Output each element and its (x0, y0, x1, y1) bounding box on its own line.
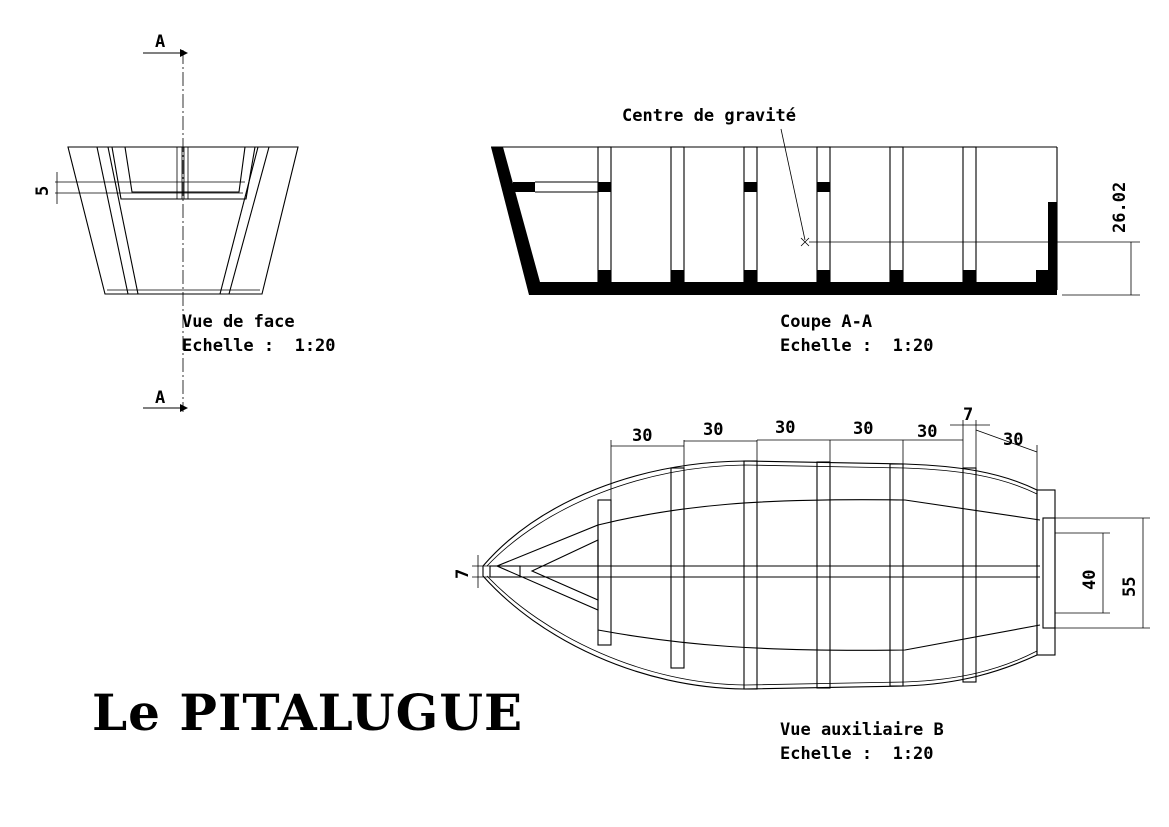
section-frames (597, 146, 977, 283)
aux-frames (597, 460, 977, 690)
front-plank-left-b (107, 146, 139, 295)
aux-view-label: Vue auxiliaire B (780, 720, 944, 740)
section-foot (598, 270, 611, 282)
section-stern (1048, 202, 1057, 287)
section-block (513, 182, 535, 192)
front-view-label: Vue de face (182, 312, 295, 332)
dim-outer: 55 (1120, 577, 1140, 597)
dim-spacing: 30 (775, 418, 795, 438)
section-bow (491, 147, 540, 295)
bow-block (489, 565, 521, 578)
section-foot (817, 270, 830, 282)
section-block (744, 182, 757, 192)
dim-line (975, 429, 1038, 453)
dim-height: 26.02 (1110, 182, 1130, 233)
arrow-head-bottom (180, 404, 188, 412)
cog-leader (780, 128, 806, 241)
section-frame (889, 146, 904, 283)
aux-frame (962, 467, 977, 683)
section-frame (962, 146, 977, 283)
dim-inner: 40 (1080, 570, 1100, 590)
section-foot (963, 270, 976, 282)
front-view: A A 5 Vue de face Echelle : 1:20 (33, 32, 336, 412)
transom-outer (1036, 489, 1056, 656)
dim-spacing: 30 (917, 422, 937, 442)
cog-label: Centre de gravité (622, 106, 796, 126)
section-frame (743, 146, 758, 283)
section-mark-top: A (155, 32, 165, 52)
hull-outer-c (486, 575, 1038, 686)
dim-frame-width: 7 (963, 405, 973, 425)
hull-outer-b (486, 464, 1038, 567)
section-view-label: Coupe A-A (780, 312, 872, 332)
front-post-left (176, 146, 183, 200)
section-foot (1036, 270, 1049, 282)
transom-inner (1042, 517, 1056, 629)
section-foot (890, 270, 903, 282)
section-frame (597, 146, 612, 283)
section-block (598, 182, 611, 192)
aux-frame (670, 467, 685, 669)
cog-mark-b (800, 237, 810, 247)
aux-frame (889, 463, 904, 687)
dim-spacing: 30 (703, 420, 723, 440)
section-foot (671, 270, 684, 282)
front-outline (67, 146, 299, 295)
section-foot (744, 270, 757, 282)
spacing-dims: 30 30 30 30 30 30 7 (610, 405, 1038, 500)
arrow-head-top (180, 49, 188, 57)
aux-view: 30 30 30 30 30 30 7 7 40 55 Vue auxiliai… (453, 405, 1150, 764)
section-block (817, 182, 830, 192)
section-frame (670, 146, 685, 283)
section-keel (529, 282, 1057, 295)
hull-outer (482, 460, 1038, 690)
front-frame-outer (111, 146, 256, 200)
drawing-title: Le PITALUGUE (92, 683, 523, 742)
front-post-right (183, 146, 189, 200)
section-view-scale: Echelle : 1:20 (780, 336, 934, 356)
aux-frame (816, 461, 831, 689)
front-view-scale: Echelle : 1:20 (182, 336, 336, 356)
front-frame-inner (124, 146, 246, 193)
aux-view-scale: Echelle : 1:20 (780, 744, 934, 764)
dim-spacing: 30 (632, 426, 652, 446)
section-frame (816, 146, 831, 283)
dim-bow: 7 (453, 569, 473, 579)
front-plank-left-a (96, 146, 129, 295)
section-view: Centre de gravité 26.02 Coupe A-A Echell… (491, 106, 1140, 356)
front-plank-right-a (228, 146, 270, 295)
front-plank-right-b (219, 146, 259, 295)
aux-frame (597, 499, 612, 646)
dim-spacing: 30 (853, 419, 873, 439)
dim-spacing: 30 (1003, 430, 1023, 450)
hull-inner (597, 499, 1041, 651)
aux-frame (743, 460, 758, 690)
dim-5: 5 (33, 186, 53, 196)
bow-triangle-inner (530, 539, 599, 601)
section-mark-bottom: A (155, 388, 165, 408)
